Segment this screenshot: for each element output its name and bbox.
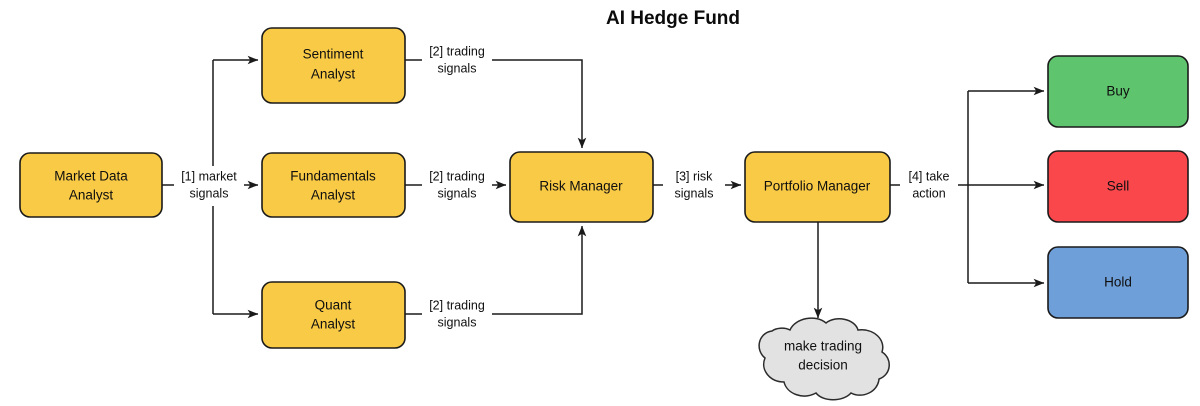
edge-sentiment-label-bg <box>422 41 492 81</box>
edge-market-label-bg <box>174 166 244 206</box>
edge-action-label-line2: action <box>912 186 945 200</box>
edge-market-label-line2: signals <box>190 186 229 200</box>
edge-market-signals: [1] market signals <box>162 55 259 319</box>
sentiment-analyst-box[interactable] <box>261 27 406 104</box>
edge-action-label-line1: [4] take <box>909 169 950 183</box>
node-market-data-analyst[interactable]: Market Data Analyst <box>19 152 163 218</box>
sentiment-analyst-label-line1: Sentiment <box>303 47 364 62</box>
node-hold[interactable]: Hold <box>1047 246 1189 319</box>
node-fundamentals-analyst[interactable]: Fundamentals Analyst <box>261 152 406 218</box>
edge-quant-signals: [2] trading signals <box>405 225 587 335</box>
edge-risk-label-line2: signals <box>675 186 714 200</box>
edge-sentiment-label-line2: signals <box>438 61 477 75</box>
hold-label: Hold <box>1104 275 1132 290</box>
edge-sentiment-signals: [2] trading signals <box>405 41 587 149</box>
fundamentals-analyst-label-line1: Fundamentals <box>290 169 376 184</box>
edge-risk-label-line1: [3] risk <box>676 169 714 183</box>
edge-action-label-bg <box>900 166 958 206</box>
edge-market-label-line1: [1] market <box>181 169 237 183</box>
node-buy[interactable]: Buy <box>1047 55 1189 128</box>
decision-cloud-label-line1: make trading <box>784 339 862 354</box>
sentiment-analyst-label-line2: Analyst <box>311 67 356 82</box>
node-risk-manager[interactable]: Risk Manager <box>509 151 654 223</box>
hold-box[interactable] <box>1047 246 1189 319</box>
decision-cloud-shape[interactable] <box>758 317 890 401</box>
edge-take-action: [4] take action <box>890 86 1045 288</box>
risk-manager-box[interactable] <box>509 151 654 223</box>
edge-fundamentals-label-bg <box>422 166 492 206</box>
node-sell[interactable]: Sell <box>1047 150 1189 223</box>
edge-risk-label-bg <box>663 166 725 206</box>
risk-manager-label: Risk Manager <box>539 179 623 194</box>
edge-fundamentals-signals: [2] trading signals <box>405 166 507 206</box>
buy-box[interactable] <box>1047 55 1189 128</box>
edge-quant-label-line1: [2] trading <box>429 298 485 312</box>
portfolio-manager-box[interactable] <box>744 151 891 223</box>
fundamentals-analyst-box[interactable] <box>261 152 406 218</box>
quant-analyst-label-line1: Quant <box>315 298 352 313</box>
fundamentals-analyst-label-line2: Analyst <box>311 188 356 203</box>
decision-cloud-label-line2: decision <box>798 358 848 373</box>
edge-sentiment-label-line1: [2] trading <box>429 44 485 58</box>
edge-risk-signals: [3] risk signals <box>653 166 742 206</box>
node-decision-cloud[interactable]: make trading decision <box>758 317 890 401</box>
market-data-analyst-box[interactable] <box>19 152 163 218</box>
sell-box[interactable] <box>1047 150 1189 223</box>
quant-analyst-label-line2: Analyst <box>311 317 356 332</box>
node-sentiment-analyst[interactable]: Sentiment Analyst <box>261 27 406 104</box>
sell-label: Sell <box>1107 179 1130 194</box>
edge-quant-label-bg <box>422 295 492 335</box>
market-data-analyst-label-line1: Market Data <box>54 169 128 184</box>
quant-analyst-box[interactable] <box>261 281 406 349</box>
node-quant-analyst[interactable]: Quant Analyst <box>261 281 406 349</box>
node-portfolio-manager[interactable]: Portfolio Manager <box>744 151 891 223</box>
market-data-analyst-label-line2: Analyst <box>69 188 114 203</box>
edge-fundamentals-label-line2: signals <box>438 186 477 200</box>
edge-quant-label-line2: signals <box>438 315 477 329</box>
buy-label: Buy <box>1106 84 1130 99</box>
page-title: AI Hedge Fund <box>606 8 740 29</box>
edge-fundamentals-label-line1: [2] trading <box>429 169 485 183</box>
portfolio-manager-label: Portfolio Manager <box>764 179 871 194</box>
